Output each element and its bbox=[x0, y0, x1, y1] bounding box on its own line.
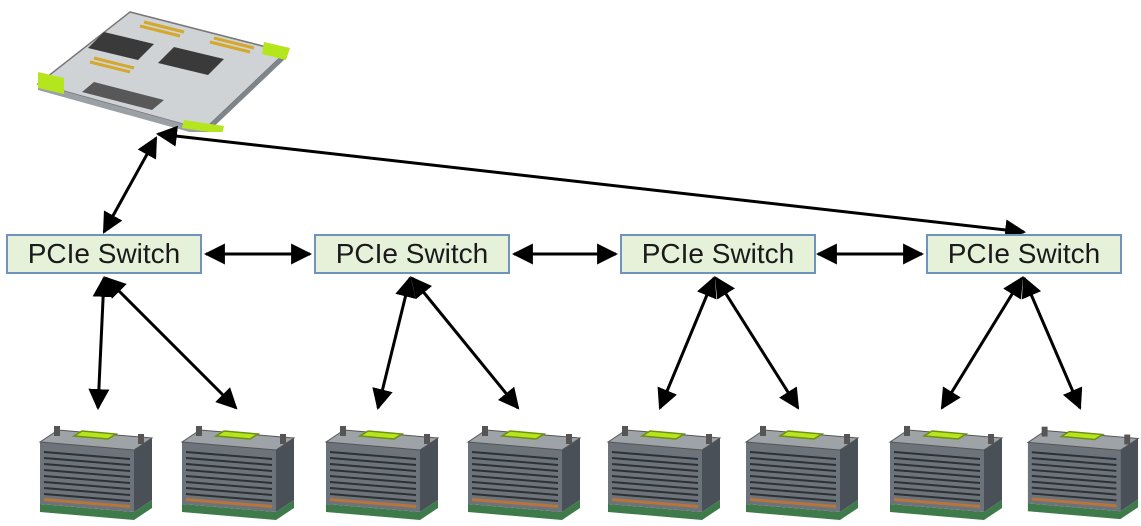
pcie-switch-label: PCIe Switch bbox=[27, 238, 181, 269]
pcie-switch-4: PCIe Switch bbox=[926, 234, 1122, 274]
pcie-switch-label: PCIe Switch bbox=[335, 238, 489, 269]
server-motherboard-icon bbox=[36, 10, 292, 132]
gpu-heatsink-icon bbox=[181, 425, 295, 521]
arrow-switch1-gpu1 bbox=[88, 275, 114, 411]
arrow-switch3-gpu6 bbox=[714, 276, 800, 410]
arrow-switch2-gpu4 bbox=[410, 276, 520, 410]
arrow-switch4-gpu7 bbox=[940, 276, 1024, 410]
gpu-heatsink-icon bbox=[467, 425, 581, 521]
arrow-switch3-gpu5 bbox=[657, 276, 717, 410]
arrow-switch2-gpu3 bbox=[372, 275, 416, 411]
pcie-switch-label: PCIe Switch bbox=[641, 238, 795, 269]
arrow-host-switch1 bbox=[102, 136, 158, 234]
gpu-heatsink-icon bbox=[607, 425, 721, 521]
pcie-switch-2: PCIe Switch bbox=[314, 234, 510, 274]
pcie-switch-1: PCIe Switch bbox=[6, 234, 202, 274]
arrow-host-switch4 bbox=[155, 125, 1027, 241]
gpu-heatsink-icon bbox=[1026, 425, 1140, 521]
gpu-heatsink-icon bbox=[745, 425, 859, 521]
pcie-switch-3: PCIe Switch bbox=[620, 234, 816, 274]
gpu-heatsink-icon bbox=[39, 425, 153, 521]
arrow-switch1-gpu2 bbox=[104, 276, 238, 410]
arrow-switch4-gpu8 bbox=[1021, 276, 1083, 410]
gpu-heatsink-icon bbox=[889, 425, 1003, 521]
pcie-switch-label: PCIe Switch bbox=[947, 238, 1101, 269]
gpu-heatsink-icon bbox=[325, 425, 439, 521]
